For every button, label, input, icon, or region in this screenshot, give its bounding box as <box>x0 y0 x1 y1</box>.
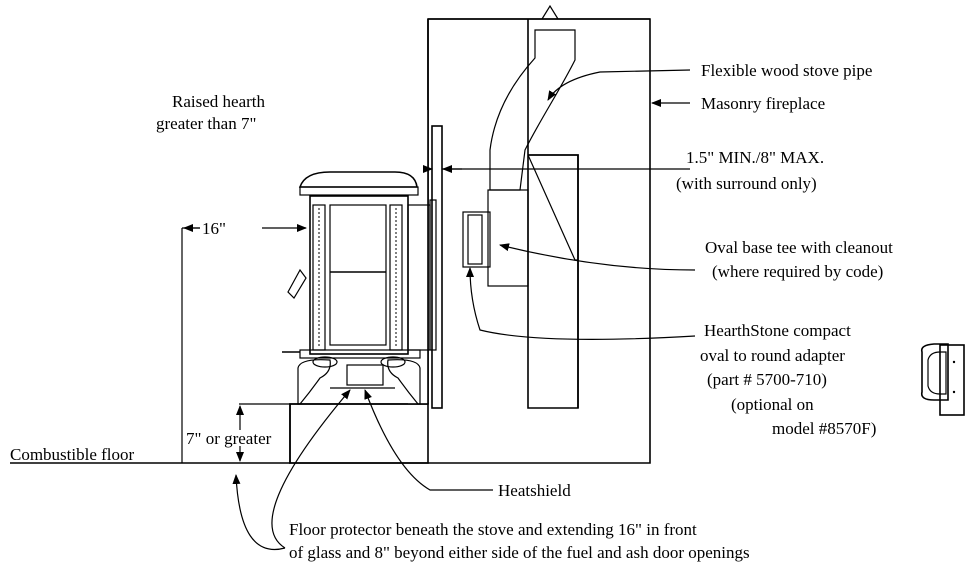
label-tee-1: Oval base tee with cleanout <box>705 238 893 257</box>
adapter-illustration <box>920 343 965 416</box>
label-heatshield: Heatshield <box>498 481 571 500</box>
label-tee-2: (where required by code) <box>712 262 883 281</box>
label-floor: Combustible floor <box>10 445 135 464</box>
label-clearance-1: 1.5" MIN./8" MAX. <box>686 148 824 167</box>
raised-hearth <box>289 403 429 464</box>
label-optional-2: model #8570F) <box>772 419 876 438</box>
masonry-fireplace <box>289 4 651 464</box>
label-dim-16: 16" <box>202 219 226 238</box>
oval-tee <box>462 211 491 268</box>
label-dim-7: 7" or greater <box>186 429 272 448</box>
flexible-pipe <box>487 29 576 287</box>
label-flex-pipe: Flexible wood stove pipe <box>701 61 872 80</box>
label-masonry: Masonry fireplace <box>701 94 825 113</box>
label-raised-1: Raised hearth <box>172 92 265 111</box>
label-adapter-2: oval to round adapter <box>700 346 845 365</box>
stove-body <box>282 171 437 405</box>
label-optional-1: (optional on <box>731 395 814 414</box>
label-protector-1: Floor protector beneath the stove and ex… <box>289 520 697 539</box>
surround-panel <box>431 125 443 409</box>
label-adapter-3: (part # 5700-710) <box>707 370 827 389</box>
label-protector-2: of glass and 8" beyond either side of th… <box>289 543 750 562</box>
label-clearance-2: (with surround only) <box>676 174 817 193</box>
label-adapter-1: HearthStone compact <box>704 321 851 340</box>
label-raised-2: greater than 7" <box>156 114 256 133</box>
